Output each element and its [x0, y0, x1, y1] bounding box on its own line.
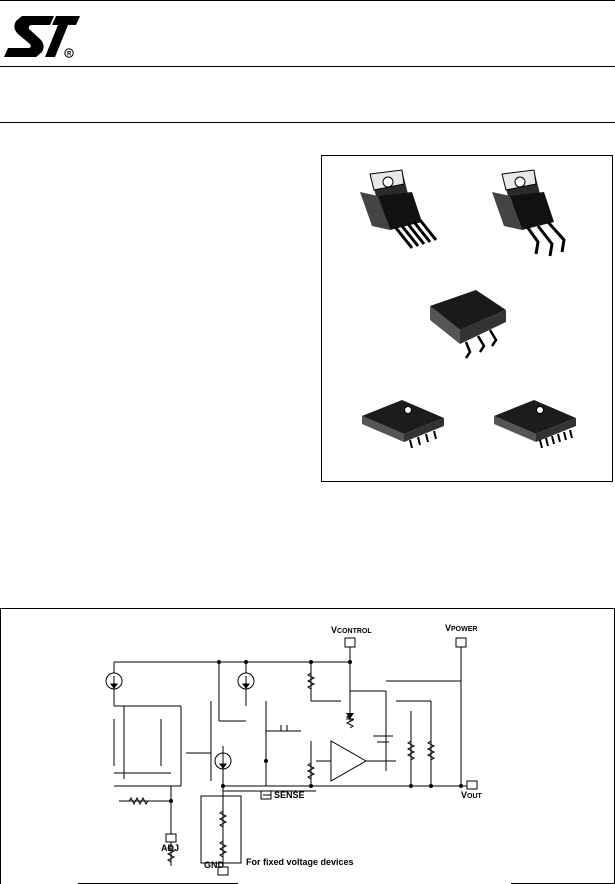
vcontrol-label: VCONTROL [331, 625, 372, 635]
adj-label: ADJ [161, 843, 180, 853]
schematic [105, 637, 478, 876]
package-illustrations [360, 169, 576, 449]
header-rule-2 [0, 122, 615, 123]
sense-label: SENSE [274, 790, 305, 800]
package-smd-2 [494, 400, 576, 449]
gnd-label: GND [204, 860, 224, 870]
package-smd-1 [362, 400, 444, 449]
svg-text:R: R [67, 52, 72, 58]
package-to220-2 [492, 169, 566, 257]
package-box [321, 155, 613, 482]
vpower-label: VPOWER [445, 623, 478, 633]
header-rule-top [0, 0, 615, 1]
package-d2pak [430, 290, 506, 359]
vout-label: VOUT [461, 790, 482, 800]
block-diagram-box: VCONTROL VPOWER SENSE VOUT ADJ GND For f… [0, 608, 615, 884]
st-logo: R [4, 16, 80, 58]
fixed-voltage-note: For fixed voltage devices [246, 857, 354, 867]
package-to220-1 [360, 169, 438, 249]
header-rule-1 [0, 66, 615, 67]
